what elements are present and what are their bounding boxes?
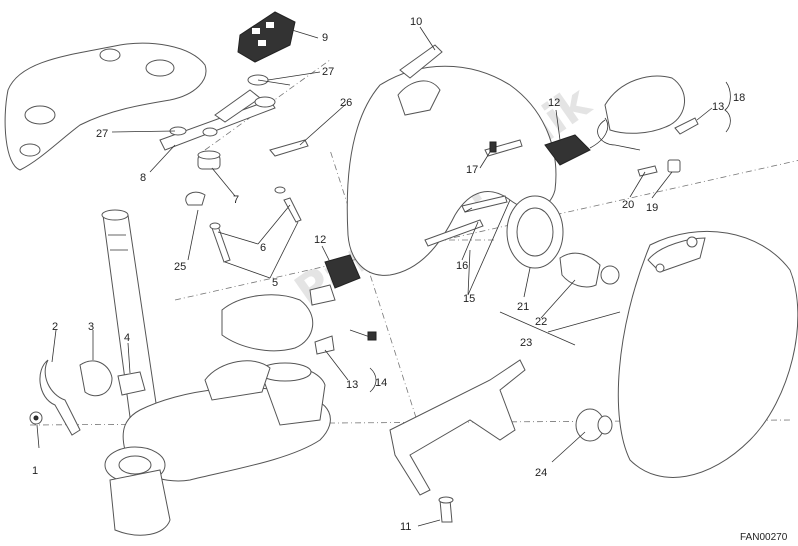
leader-lines xyxy=(36,26,731,527)
lower-yoke xyxy=(104,360,331,536)
callout-12-lower: 12 xyxy=(314,234,326,246)
callout-1: 1 xyxy=(32,465,38,477)
callout-27-right: 27 xyxy=(322,66,334,78)
parts-21-22-bulb-holder xyxy=(506,195,620,288)
callout-9: 9 xyxy=(322,32,328,44)
callout-11: 11 xyxy=(400,521,411,533)
callout-17: 17 xyxy=(466,164,478,176)
callout-22: 22 xyxy=(535,316,547,328)
callout-3: 3 xyxy=(88,321,94,333)
callout-18: 18 xyxy=(733,92,745,104)
callout-4: 4 xyxy=(124,332,130,344)
drawing-code: FAN00270 xyxy=(740,532,788,543)
callout-23: 23 xyxy=(520,337,532,349)
parts-19-20 xyxy=(637,159,681,177)
callout-19: 19 xyxy=(646,202,658,214)
lower-indicator-assembly xyxy=(221,254,377,355)
callout-20: 20 xyxy=(622,199,634,211)
upper-triple-clamp xyxy=(4,42,207,171)
callout-26: 26 xyxy=(340,97,352,109)
callout-10: 10 xyxy=(410,16,422,28)
callout-5: 5 xyxy=(272,277,278,289)
part-7-grommet xyxy=(197,150,221,170)
part-24-rubber xyxy=(575,408,613,442)
callout-25: 25 xyxy=(174,261,186,273)
part-10-headlight-shell xyxy=(346,44,557,276)
callout-labels: 1 2 3 4 5 6 7 8 9 10 11 12 12 13 13 14 1… xyxy=(32,16,745,533)
callout-24: 24 xyxy=(535,467,547,479)
callout-13-upper: 13 xyxy=(712,101,724,113)
part-18-indicator-upper xyxy=(597,75,699,151)
callout-14: 14 xyxy=(375,377,387,389)
callout-16: 16 xyxy=(456,260,468,272)
clips-and-screws xyxy=(185,139,309,263)
part-12-upper-connector xyxy=(544,117,609,166)
callout-12-upper: 12 xyxy=(548,97,560,109)
lower-mount-bracket xyxy=(389,359,526,523)
callout-6: 6 xyxy=(260,242,266,254)
part-8-bracket xyxy=(159,74,276,151)
bolts-16-17 xyxy=(424,139,523,247)
callout-15: 15 xyxy=(463,293,475,305)
part-9-connector xyxy=(237,11,296,63)
callout-8: 8 xyxy=(140,172,146,184)
callout-7: 7 xyxy=(233,194,239,206)
callout-2: 2 xyxy=(52,321,58,333)
callout-27-left: 27 xyxy=(96,128,108,140)
callout-13-lower: 13 xyxy=(346,379,358,391)
steering-stem xyxy=(101,209,161,433)
headlight-lens xyxy=(617,230,798,478)
parts-1-to-4 xyxy=(29,359,146,436)
callout-21: 21 xyxy=(517,301,529,313)
